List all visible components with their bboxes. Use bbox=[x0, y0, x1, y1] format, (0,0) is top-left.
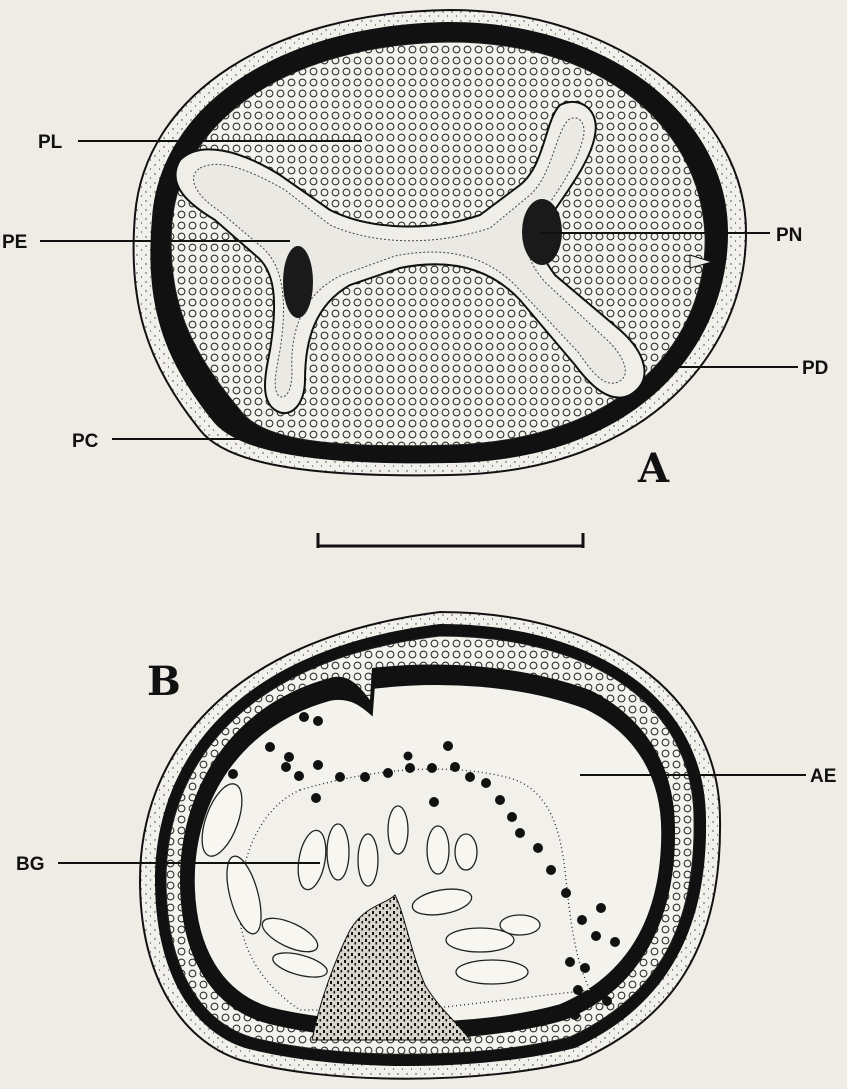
panel-label-b: B bbox=[147, 658, 181, 705]
panel-a: PL PE PC PN PD A bbox=[2, 10, 828, 548]
panel-label-a: A bbox=[637, 445, 670, 492]
scale-bar bbox=[318, 533, 583, 548]
gut-fold bbox=[456, 960, 528, 984]
gut-fold bbox=[388, 806, 408, 854]
callout-pc: PC bbox=[72, 431, 99, 452]
callout-pd: PD bbox=[802, 358, 828, 379]
callout-pe: PE bbox=[2, 232, 27, 253]
panel-b: AE BG B bbox=[16, 612, 836, 1079]
gut-fold bbox=[500, 915, 540, 935]
callout-bg: BG bbox=[16, 854, 45, 875]
callout-ae: AE bbox=[810, 766, 836, 787]
callout-pn: PN bbox=[776, 225, 802, 246]
gut-fold bbox=[427, 826, 449, 874]
nerve-mass-left bbox=[283, 246, 313, 318]
gut-fold bbox=[358, 834, 378, 886]
gut-fold bbox=[327, 824, 349, 880]
gut-fold bbox=[455, 834, 477, 870]
callout-pl: PL bbox=[38, 132, 63, 153]
